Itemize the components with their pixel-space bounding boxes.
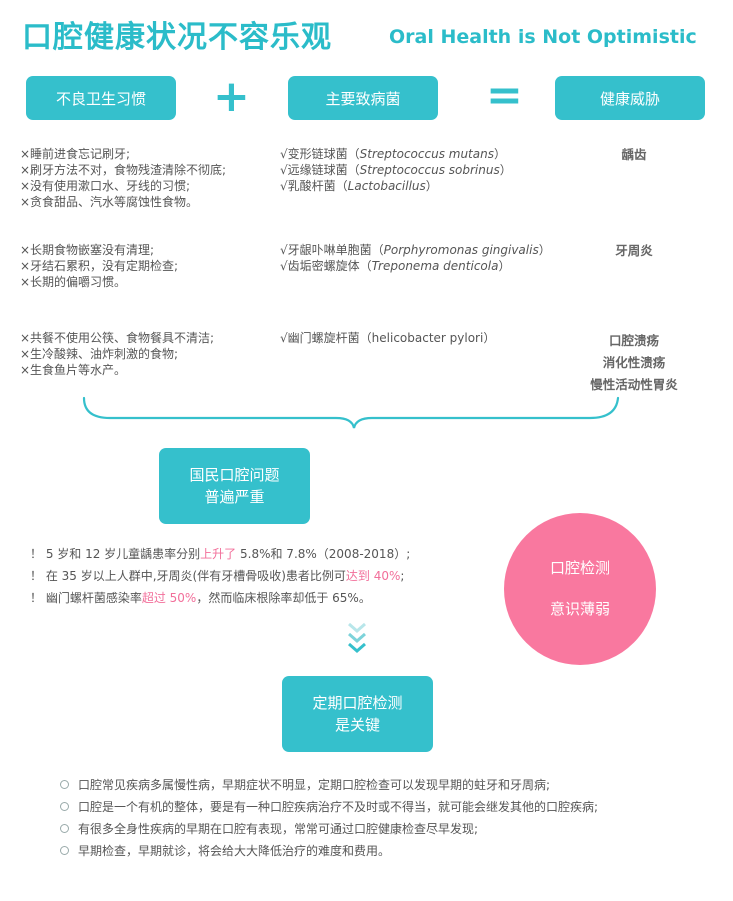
advice-item: 早期检查，早期就诊，将会给大大降低治疗的难度和费用。 xyxy=(60,840,598,862)
awareness-line-1: 口腔检测 xyxy=(549,559,610,577)
key-box: 定期口腔检测 是关键 xyxy=(282,676,433,752)
bacteria-list-3: √幽门螺旋杆菌（helicobacter pylori） xyxy=(280,330,495,346)
habit-item: ×共餐不使用公筷、食物餐具不清洁; xyxy=(20,331,215,345)
disease-item: 牙周炎 xyxy=(615,243,653,258)
problem-line-2: 普遍严重 xyxy=(204,488,265,506)
habits-list-1: ×睡前进食忘记刷牙; ×刷牙方法不对，食物残渣清除不彻底; ×没有使用漱口水、牙… xyxy=(20,146,226,210)
equals-sign: = xyxy=(486,70,523,121)
stat-item: ！ 5 岁和 12 岁儿童龋患率分别上升了 5.8%和 7.8%（2008-20… xyxy=(30,547,411,561)
health-threat-box: 健康威胁 xyxy=(555,76,705,120)
plus-sign: + xyxy=(213,71,250,122)
habits-list-3: ×共餐不使用公筷、食物餐具不清洁; ×生冷酸辣、油炸刺激的食物; ×生食鱼片等水… xyxy=(20,330,214,378)
bacteria-list-2: √牙龈卟啉单胞菌（Porphyromonas gingivalis） √齿垢密螺… xyxy=(280,242,551,274)
page-title: 口腔健康状况不容乐观 xyxy=(22,20,332,55)
page-title-english: Oral Health is Not Optimistic xyxy=(389,26,697,48)
habit-item: ×长期食物嵌塞没有清理; xyxy=(20,243,155,257)
disease-list-1: 龋齿 xyxy=(594,144,674,166)
advice-item: 口腔是一个有机的整体，要是有一种口腔疾病治疗不及时或不得当，就可能会继发其他的口… xyxy=(60,796,598,818)
habit-item: ×刷牙方法不对，食物残渣清除不彻底; xyxy=(20,163,227,177)
pathogens-box: 主要致病菌 xyxy=(288,76,438,120)
bullet-icon xyxy=(60,802,69,811)
advice-item: 口腔常见疾病多属慢性病，早期症状不明显，定期口腔检查可以发现早期的蛀牙和牙周病; xyxy=(60,774,598,796)
habit-item: ×生冷酸辣、油炸刺激的食物; xyxy=(20,347,179,361)
habit-item: ×贪食甜品、汽水等腐蚀性食物。 xyxy=(20,195,199,209)
habit-item: ×生食鱼片等水产。 xyxy=(20,363,127,377)
disease-item: 慢性活动性胃炎 xyxy=(590,377,678,392)
bacteria-item: √齿垢密螺旋体（Treponema denticola） xyxy=(280,259,511,273)
key-line-1: 定期口腔检测 xyxy=(312,694,403,712)
bullet-icon xyxy=(60,780,69,789)
disease-list-2: 牙周炎 xyxy=(594,240,674,262)
bad-habits-box: 不良卫生习惯 xyxy=(26,76,176,120)
awareness-circle: 口腔检测 意识薄弱 xyxy=(504,513,656,665)
habits-list-2: ×长期食物嵌塞没有清理; ×牙结石累积，没有定期检查; ×长期的偏嚼习惯。 xyxy=(20,242,178,290)
stat-item: ！ 在 35 岁以上人群中,牙周炎(伴有牙槽骨吸收)患者比例可达到 40%; xyxy=(30,569,405,583)
awareness-line-2: 意识薄弱 xyxy=(549,600,610,618)
problem-line-1: 国民口腔问题 xyxy=(189,466,280,484)
stat-item: ！ 幽门螺杆菌感染率超过 50%，然而临床根除率却低于 65%。 xyxy=(30,591,371,605)
advice-list: 口腔常见疾病多属慢性病，早期症状不明显，定期口腔检查可以发现早期的蛀牙和牙周病;… xyxy=(60,774,598,862)
bacteria-item: √远缘链球菌（Streptococcus sobrinus） xyxy=(280,163,512,177)
habit-item: ×牙结石累积，没有定期检查; xyxy=(20,259,179,273)
habit-item: ×没有使用漱口水、牙线的习惯; xyxy=(20,179,191,193)
disease-list-3: 口腔溃疡 消化性溃疡 慢性活动性胃炎 xyxy=(574,330,694,396)
stats-list: ！ 5 岁和 12 岁儿童龋患率分别上升了 5.8%和 7.8%（2008-20… xyxy=(30,543,410,609)
disease-item: 口腔溃疡 xyxy=(608,333,659,348)
key-line-2: 是关键 xyxy=(334,716,380,734)
down-arrows-icon xyxy=(348,622,366,653)
habit-item: ×睡前进食忘记刷牙; xyxy=(20,147,131,161)
disease-item: 龋齿 xyxy=(621,147,647,162)
bacteria-list-1: √变形链球菌（Streptococcus mutans） √远缘链球菌（Stre… xyxy=(280,146,512,194)
bullet-icon xyxy=(60,824,69,833)
bacteria-item: √牙龈卟啉单胞菌（Porphyromonas gingivalis） xyxy=(280,243,551,257)
bullet-icon xyxy=(60,846,69,855)
problem-box: 国民口腔问题 普遍严重 xyxy=(159,448,310,524)
curly-brace xyxy=(82,396,620,429)
bacteria-item: √乳酸杆菌（Lactobacillus） xyxy=(280,179,438,193)
habit-item: ×长期的偏嚼习惯。 xyxy=(20,275,127,289)
bacteria-item: √变形链球菌（Streptococcus mutans） xyxy=(280,147,506,161)
pathogens-label: 主要致病菌 xyxy=(325,89,401,108)
bad-habits-label: 不良卫生习惯 xyxy=(55,89,146,108)
bacteria-item: √幽门螺旋杆菌（helicobacter pylori） xyxy=(280,331,496,345)
disease-item: 消化性溃疡 xyxy=(602,355,666,370)
advice-item: 有很多全身性疾病的早期在口腔有表现，常常可通过口腔健康检查尽早发现; xyxy=(60,818,598,840)
health-threat-label: 健康威胁 xyxy=(599,89,660,108)
